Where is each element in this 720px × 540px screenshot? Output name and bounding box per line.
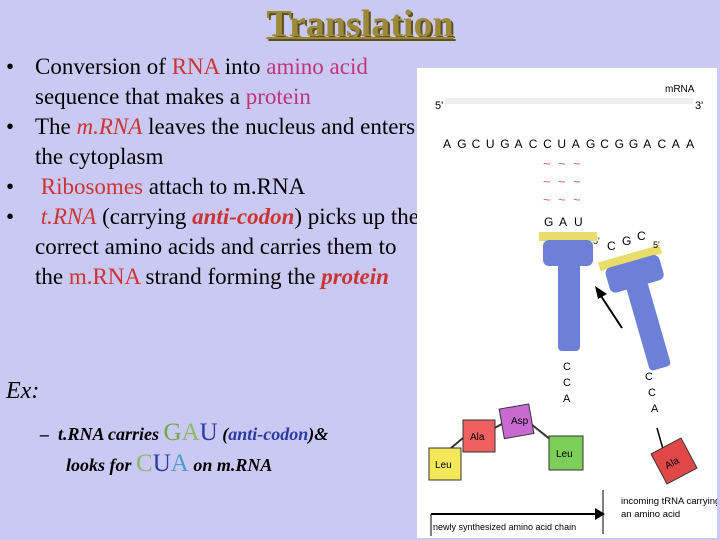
tail-base: A — [651, 403, 659, 415]
three-prime-label: 3' — [695, 100, 703, 112]
mrna-base: U — [486, 137, 495, 151]
pairing-mark: ~ — [558, 174, 566, 189]
caption-chain: newly synthesized amino acid chain — [433, 522, 576, 532]
bullet-item: •The m.RNA leaves the nucleus and enters… — [6, 114, 416, 169]
caption-incoming-2: an amino acid — [621, 509, 680, 520]
amino-acid-asp: Asp — [498, 403, 535, 440]
page-title: Translation — [266, 3, 454, 45]
mrna-base: A — [643, 137, 651, 151]
pairing-mark: ~ — [573, 156, 581, 171]
trna-right-5prime: 5' — [653, 240, 660, 250]
mrna-base: A — [443, 137, 451, 151]
amino-acid-ala-1: Ala — [462, 419, 496, 453]
trna-right — [598, 244, 671, 371]
anticodon-base: G — [622, 234, 631, 248]
example-label: Ex: — [6, 378, 40, 404]
trna-left — [539, 232, 597, 351]
pairing-mark: ~ — [543, 174, 551, 189]
amino-acid-chain: Leu Ala Asp Leu Ala — [428, 403, 698, 485]
svg-text:Asp: Asp — [511, 416, 529, 427]
trna-left-tail: CCA — [563, 361, 571, 405]
caption-incoming-1: incoming tRNA carrying — [621, 496, 717, 507]
anticodon-base: A — [559, 215, 567, 229]
mrna-base: C — [600, 137, 609, 151]
tail-base: A — [563, 393, 571, 405]
tail-base: C — [645, 371, 653, 383]
mrna-base: A — [515, 137, 523, 151]
mrna-base: A — [572, 137, 580, 151]
mrna-label: mRNA — [665, 84, 695, 95]
mrna-base: U — [557, 137, 566, 151]
pairing-mark: ~ — [558, 156, 566, 171]
bullet-item: • t.RNA (carrying anti-codon) picks up t… — [6, 204, 419, 289]
anticodon-base: C — [607, 239, 616, 253]
mrna-base: G — [586, 137, 595, 151]
anticodon-base: U — [574, 215, 583, 229]
move-arrow — [598, 292, 623, 329]
mrna-base: A — [672, 137, 680, 151]
bullet-item: • Ribosomes attach to m.RNA — [6, 174, 306, 199]
trna-right-tail: CCA — [645, 371, 659, 415]
pairing-mark: ~ — [543, 156, 551, 171]
mrna-base: G — [629, 137, 638, 151]
svg-text:Ala: Ala — [470, 432, 485, 443]
amino-acid-leu-2: Leu — [548, 435, 584, 471]
bullet-item: •Conversion of RNA into amino acid seque… — [6, 54, 368, 109]
tail-base: C — [563, 361, 571, 373]
mrna-base: C — [472, 137, 481, 151]
mrna-base: G — [500, 137, 509, 151]
amino-acid-ala-2: Ala — [650, 437, 698, 485]
tail-base: C — [648, 387, 656, 399]
mrna-base: G — [615, 137, 624, 151]
pairing-mark: ~ — [558, 192, 566, 207]
anticodon-base: C — [637, 229, 646, 243]
five-prime-label: 5' — [435, 100, 443, 112]
mrna-base: A — [686, 137, 694, 151]
base-pairing-marks: ~ ~ ~ ~ ~ ~ ~ ~ ~ — [543, 156, 581, 207]
mrna-base: C — [543, 137, 552, 151]
mrna-base: G — [457, 137, 466, 151]
tail-base: C — [563, 377, 571, 389]
mrna-base: C — [529, 137, 538, 151]
anticodon-base: G — [544, 215, 553, 229]
pairing-mark: ~ — [573, 174, 581, 189]
amino-acid-leu-1: Leu — [428, 447, 462, 481]
svg-text:Leu: Leu — [435, 460, 452, 471]
bullet-list: •Conversion of RNA into amino acid seque… — [6, 52, 426, 292]
pairing-mark: ~ — [543, 192, 551, 207]
svg-text:Leu: Leu — [556, 449, 573, 460]
example-text: – t.RNA carries GAU (anti-codon)& looks … — [40, 419, 329, 477]
mrna-base: C — [658, 137, 667, 151]
pairing-mark: ~ — [573, 192, 581, 207]
